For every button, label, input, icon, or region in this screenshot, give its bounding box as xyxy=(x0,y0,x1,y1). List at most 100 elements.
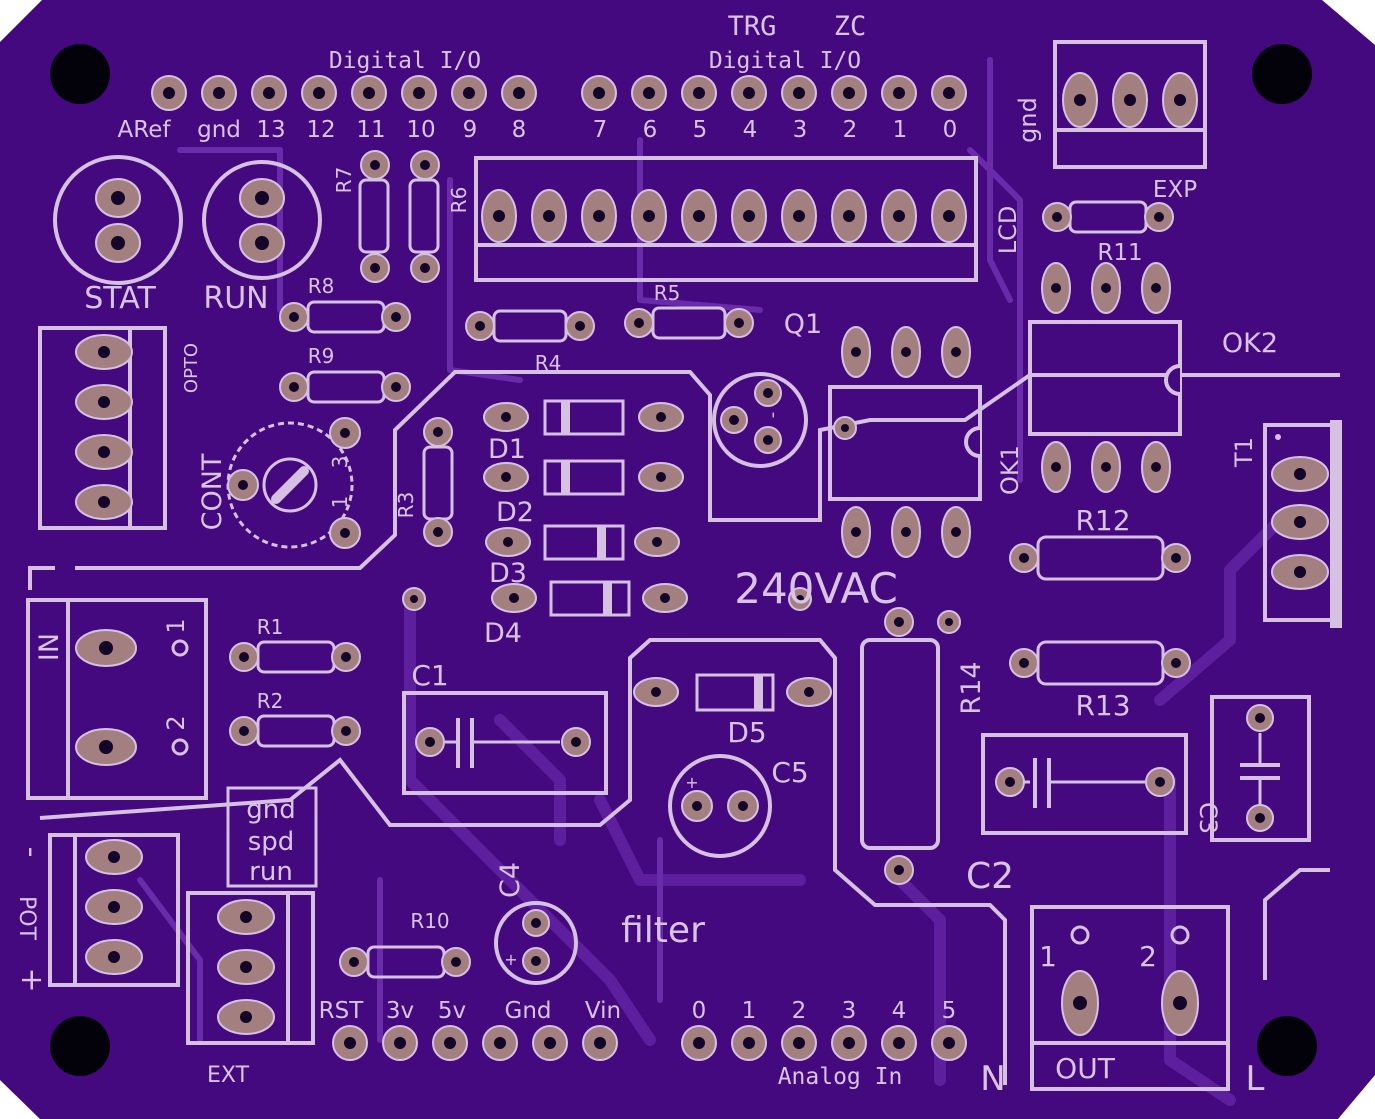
r4-label: R4 xyxy=(535,351,562,375)
pot-connector xyxy=(48,833,180,987)
mounting-hole-bottom-right xyxy=(1257,1016,1317,1076)
r6-label: R6 xyxy=(447,187,471,214)
ext-label: EXT xyxy=(207,1063,250,1088)
out-pin1-label: 1 xyxy=(1039,940,1057,973)
live-label: L xyxy=(1246,1059,1265,1099)
c5-plus-label: + xyxy=(685,773,698,792)
pin-label-10: 10 xyxy=(406,117,435,143)
r3-label: R3 xyxy=(394,492,418,519)
cont-pin3-label: 3 xyxy=(328,456,352,469)
pin-label-12: 12 xyxy=(306,117,335,143)
opto-connector xyxy=(38,326,167,530)
pin-label-gnd2: Gnd xyxy=(505,998,552,1024)
mounting-hole-top-left xyxy=(50,44,110,104)
cont-pin1-label: 1 xyxy=(328,496,352,509)
vac-label: 240VAC xyxy=(734,564,898,613)
diode-d5 xyxy=(633,673,832,712)
diode-d3 xyxy=(485,524,680,561)
stat-label: STAT xyxy=(84,281,156,316)
digital-io-right-label: Digital I/O xyxy=(709,48,861,74)
pin-label-gnd: gnd xyxy=(197,117,241,143)
q1-minus-label: - xyxy=(762,412,783,419)
pin-label-vin: Vin xyxy=(585,998,621,1024)
mounting-hole-bottom-left xyxy=(50,1016,110,1076)
pin-label-0: 0 xyxy=(943,117,958,143)
d4-label: D4 xyxy=(484,618,522,649)
r10-label: R10 xyxy=(410,909,449,933)
analog-label-1: 1 xyxy=(742,998,757,1024)
digital-pin-labels: ARef gnd 13 12 11 10 9 8 7 6 5 4 3 2 1 0 xyxy=(118,117,958,143)
zc-label: ZC xyxy=(834,11,867,42)
diode-d2 xyxy=(483,459,684,496)
analog-label-3: 3 xyxy=(842,998,857,1024)
neutral-label: N xyxy=(980,1059,1005,1099)
trg-label: TRG xyxy=(728,11,777,42)
analog-in-label: Analog In xyxy=(778,1064,903,1090)
pin-label-11: 11 xyxy=(356,117,385,143)
diode-d4 xyxy=(491,580,688,617)
pin-label-7: 7 xyxy=(593,117,608,143)
pin-label-5: 5 xyxy=(693,117,708,143)
ext-spd-label: spd xyxy=(248,827,295,857)
c3-label: C3 xyxy=(1194,802,1222,834)
pin-label-6: 6 xyxy=(643,117,658,143)
pin-label-rst: RST xyxy=(319,998,365,1024)
r7-label: R7 xyxy=(332,167,356,194)
cont-label: CONT xyxy=(197,453,228,530)
pin-label-1: 1 xyxy=(893,117,908,143)
out-pin2-label: 2 xyxy=(1139,940,1157,973)
out-connector xyxy=(1030,905,1230,1091)
resistor-r5 xyxy=(624,306,754,340)
resistor-r12 xyxy=(1009,535,1191,581)
pin-label-3: 3 xyxy=(793,117,808,143)
led-run xyxy=(202,160,322,280)
resistor-r4 xyxy=(465,309,595,343)
r2-label: R2 xyxy=(257,689,284,713)
analog-label-2: 2 xyxy=(792,998,807,1024)
d1-label: D1 xyxy=(488,434,526,465)
in-pin1-label: 1 xyxy=(162,618,190,633)
resistor-r11 xyxy=(1042,200,1174,234)
resistor-r1 xyxy=(229,640,361,674)
exp-connector xyxy=(1053,40,1207,169)
out-label: OUT xyxy=(1055,1052,1116,1085)
c4-plus-label: + xyxy=(504,950,517,969)
power-pin-labels: RST 3v 5v Gnd Vin xyxy=(319,998,621,1024)
analog-label-0: 0 xyxy=(692,998,707,1024)
hv-outline-lower xyxy=(39,638,1007,1085)
resistor-r9 xyxy=(279,370,411,404)
r9-label: R9 xyxy=(308,344,335,368)
analog-label-5: 5 xyxy=(942,998,957,1024)
filter-label: filter xyxy=(621,910,705,951)
in-pin2-label: 2 xyxy=(162,715,190,730)
pin-label-13: 13 xyxy=(256,117,285,143)
optocoupler-ok1 xyxy=(828,326,982,558)
power-header xyxy=(332,1025,618,1061)
transistor-q1: - xyxy=(712,372,808,468)
exp-label: EXP xyxy=(1153,177,1197,203)
pin-label-8: 8 xyxy=(512,117,527,143)
r11-label: R11 xyxy=(1097,240,1142,266)
ok1-label: OK1 xyxy=(996,445,1024,495)
copper-traces xyxy=(137,57,1286,1106)
ok2-label: OK2 xyxy=(1222,328,1278,359)
d2-label: D2 xyxy=(496,497,534,528)
pot-minus-label: - xyxy=(14,847,49,858)
digital-header-left xyxy=(151,75,537,111)
analog-header xyxy=(681,1025,967,1061)
hv-outline-right xyxy=(1263,868,1330,980)
r5-label: R5 xyxy=(654,281,681,305)
q1-label: Q1 xyxy=(784,309,822,340)
hv-outline-corner-left xyxy=(28,566,55,590)
capacitor-c3 xyxy=(1210,695,1311,842)
pin-label-5v: 5v xyxy=(438,998,466,1024)
run-label: RUN xyxy=(203,281,268,316)
in-label: IN xyxy=(34,633,65,661)
exp-gnd-label: gnd xyxy=(1014,97,1042,143)
digital-io-left-label: Digital I/O xyxy=(329,48,481,74)
resistor-r10 xyxy=(339,945,471,979)
c5-label: C5 xyxy=(771,756,808,789)
lcd-label: LCD xyxy=(994,206,1022,255)
